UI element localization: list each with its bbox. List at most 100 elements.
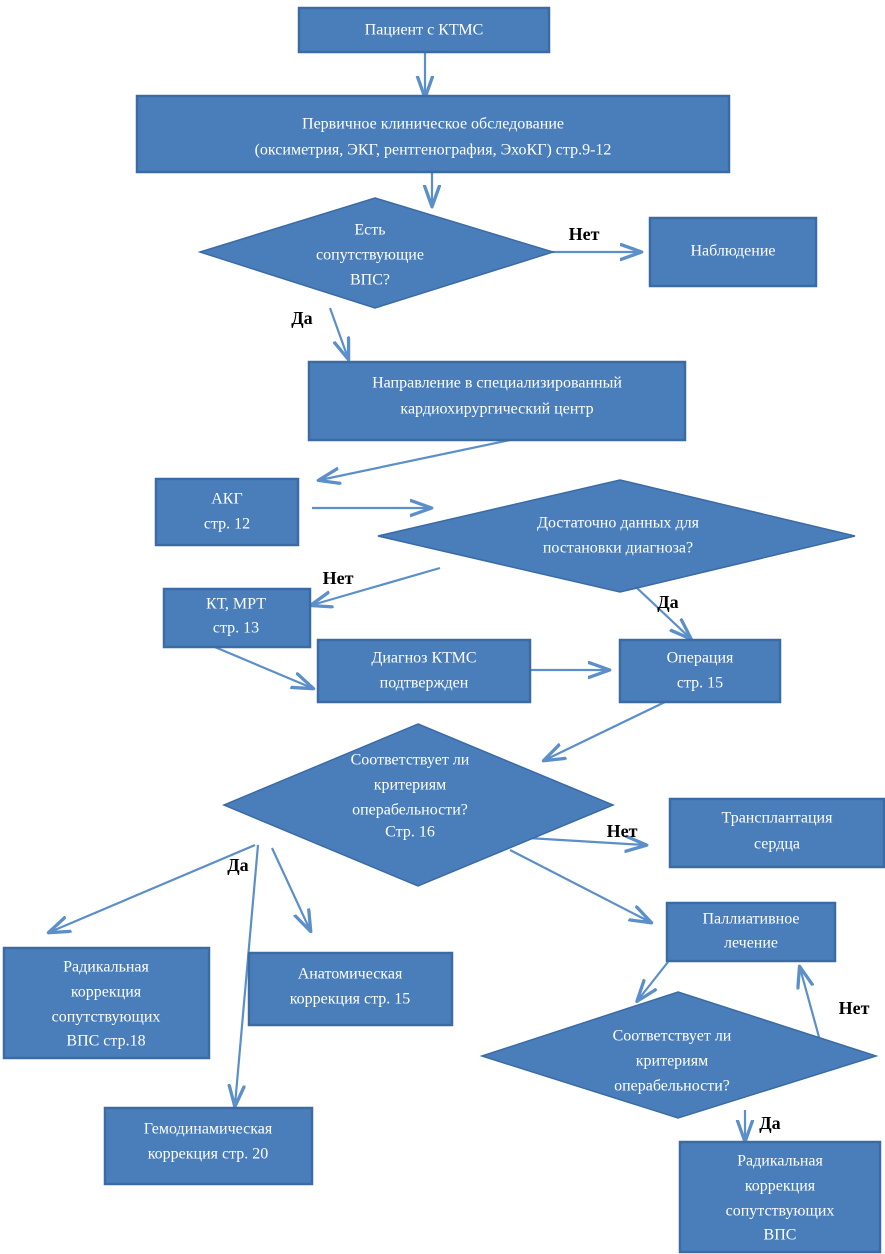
node-operability-1[interactable]: Соответствует ли критериям операбельност… (222, 723, 615, 887)
node-palliative-line-1: лечение (724, 935, 778, 952)
node-has-vps[interactable]: Есть сопутствующие ВПС? (197, 197, 556, 309)
edge-operability1-to-palliative (509, 849, 650, 922)
node-akg-line-1: стр. 12 (204, 516, 250, 533)
node-anatomical-correction[interactable]: Анатомическая коррекция стр. 15 (247, 951, 454, 1027)
edge-referral-to-enoughdata (320, 438, 511, 480)
node-operability-1-line-1: критериям (374, 777, 446, 794)
edge-operability1-to-radical-left (50, 843, 256, 932)
node-operability-2-line-2: операбельности? (614, 1078, 730, 1095)
node-akg[interactable]: АКГ стр. 12 (154, 477, 300, 547)
node-operability-2-shape (479, 991, 879, 1119)
node-observation[interactable]: Наблюдение (648, 216, 818, 288)
edge-palliative-to-operability2 (638, 961, 669, 1000)
node-has-vps-line-0: Есть (354, 222, 385, 239)
node-operation-line-0: Операция (667, 650, 734, 667)
node-akg-shape (154, 477, 300, 547)
node-anatomical-correction-shape (247, 951, 454, 1027)
node-radical-correction-left[interactable]: Радикальная коррекция сопутствующих ВПС … (2, 946, 211, 1060)
node-primary-exam-line-1: (оксиметрия, ЭКГ, рентгенография, ЭхоКГ)… (255, 142, 612, 159)
node-diagnosis-confirmed-line-0: Диагноз КТМС (371, 650, 476, 667)
node-ct-mri-line-1: стр. 13 (213, 620, 259, 637)
node-radical-correction-right-line-0: Радикальная (737, 1153, 823, 1170)
node-diagnosis-confirmed-shape (316, 638, 532, 704)
edge-label-yes-2: Да (657, 592, 678, 612)
edge-label-no-2: Нет (323, 568, 354, 588)
node-ct-mri-shape (162, 587, 312, 649)
node-radical-correction-left-line-1: коррекция (71, 984, 142, 1001)
node-hemodynamic-correction-line-0: Гемодинамическая (144, 1121, 273, 1138)
node-primary-exam[interactable]: Первичное клиническое обследование (окси… (135, 94, 731, 174)
node-has-vps-line-2: ВПС? (350, 272, 390, 289)
node-primary-exam-shape (135, 94, 731, 174)
edge-operation-to-operability1 (545, 701, 666, 760)
node-referral-line-1: кардиохирургический центр (400, 401, 593, 418)
node-enough-data[interactable]: Достаточно данных для постановки диагноз… (377, 479, 856, 593)
node-referral-shape (307, 360, 687, 442)
node-observation-line-0: Наблюдение (691, 243, 776, 260)
edge-operability1-to-anatomical (271, 847, 310, 930)
node-primary-exam-line-0: Первичное клиническое обследование (302, 116, 564, 133)
node-palliative-shape (665, 901, 837, 963)
node-hemodynamic-correction-shape (103, 1106, 314, 1186)
edge-ctmri-to-diagnosis (209, 643, 312, 688)
edge-enoughdata-to-ctmri (312, 566, 441, 605)
node-ct-mri-line-0: КТ, МРТ (206, 596, 266, 613)
node-anatomical-correction-line-1: коррекция стр. 15 (290, 991, 411, 1008)
node-patient-shape (297, 6, 551, 54)
node-anatomical-correction-line-0: Анатомическая (298, 966, 403, 983)
node-operability-1-line-0: Соответствует ли (351, 752, 470, 769)
node-patient-line-0: Пациент с КТМС (365, 22, 484, 39)
node-patient[interactable]: Пациент с КТМС (297, 6, 551, 54)
node-enough-data-line-0: Достаточно данных для (537, 515, 700, 532)
node-operability-1-line-2: операбельности? (352, 802, 468, 819)
node-operation-shape (618, 638, 782, 704)
node-operability-2-line-0: Соответствует ли (613, 1028, 732, 1045)
node-radical-correction-right-shape (678, 1140, 882, 1254)
node-radical-correction-left-shape (2, 946, 211, 1060)
node-radical-correction-right-line-3: ВПС (764, 1227, 797, 1244)
edge-operability2-to-palliative (800, 968, 824, 1049)
edge-operability1-to-hemodynamic (235, 844, 260, 1105)
edge-label-yes-4: Да (759, 1113, 780, 1133)
node-palliative[interactable]: Паллиативное лечение (665, 901, 837, 963)
node-referral-line-0: Направление в специализированный (372, 375, 622, 392)
node-heart-transplant-shape (668, 797, 885, 869)
node-radical-correction-left-line-3: ВПС стр.18 (66, 1033, 145, 1050)
node-operability-2-line-1: критериям (636, 1053, 708, 1070)
node-radical-correction-right-line-2: сопутствующих (726, 1203, 835, 1220)
node-heart-transplant[interactable]: Трансплантация сердца (668, 797, 885, 869)
node-enough-data-shape (377, 479, 856, 593)
edge-label-no-3: Нет (607, 821, 638, 841)
edge-hasvps-to-referral (328, 307, 348, 358)
node-operability-2[interactable]: Соответствует ли критериям операбельност… (479, 991, 879, 1119)
node-observation-shape (648, 216, 818, 288)
node-hemodynamic-correction[interactable]: Гемодинамическая коррекция стр. 20 (103, 1106, 314, 1186)
node-operation-line-1: стр. 15 (677, 675, 723, 692)
node-has-vps-shape (197, 197, 556, 309)
node-referral[interactable]: Направление в специализированный кардиох… (307, 360, 687, 442)
node-heart-transplant-line-0: Трансплантация (722, 810, 834, 827)
node-diagnosis-confirmed[interactable]: Диагноз КТМС подтвержден (316, 638, 532, 704)
node-palliative-line-0: Паллиативное (703, 911, 800, 928)
edge-label-no-1: Нет (569, 224, 600, 244)
node-radical-correction-right[interactable]: Радикальная коррекция сопутствующих ВПС (678, 1140, 882, 1254)
edge-operability1-to-transplant (527, 838, 645, 845)
node-enough-data-line-1: постановки диагноза? (543, 540, 693, 557)
connector-layer (50, 52, 824, 1140)
node-operability-1-line-3: Стр. 16 (385, 824, 435, 841)
node-operability-1-shape (222, 723, 615, 887)
node-akg-line-0: АКГ (211, 491, 242, 508)
node-operation[interactable]: Операция стр. 15 (618, 638, 782, 704)
edge-label-layer: Нет Да Нет Да Да Нет Нет Да (227, 224, 869, 1133)
node-has-vps-line-1: сопутствующие (316, 247, 424, 264)
node-hemodynamic-correction-line-1: коррекция стр. 20 (148, 1146, 269, 1163)
node-radical-correction-left-line-2: сопутствующих (52, 1009, 161, 1026)
edge-label-yes-3: Да (227, 855, 248, 875)
node-ct-mri[interactable]: КТ, МРТ стр. 13 (162, 587, 312, 649)
edge-label-yes-1: Да (291, 308, 312, 328)
node-heart-transplant-line-1: сердца (754, 836, 800, 853)
node-radical-correction-right-line-1: коррекция (745, 1178, 816, 1195)
edge-label-no-4: Нет (839, 998, 870, 1018)
